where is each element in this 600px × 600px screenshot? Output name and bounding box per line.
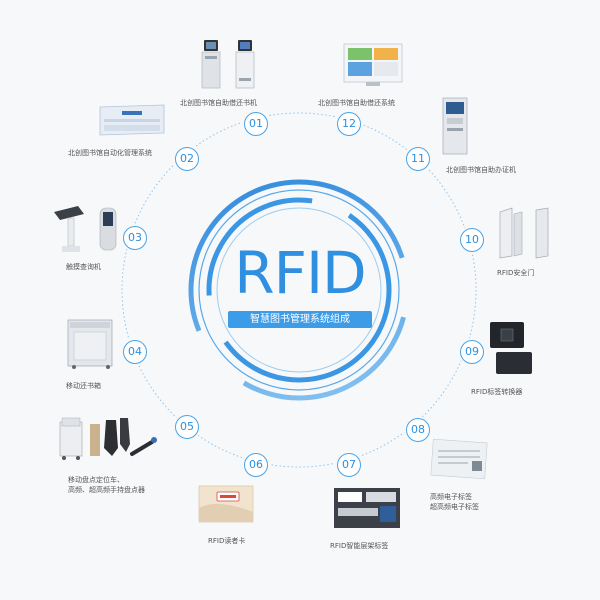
node-08-label: 高频电子标签 超高频电子标签 <box>430 493 479 511</box>
thin-ring <box>198 189 400 391</box>
shelf-label-icon[interactable] <box>332 486 402 530</box>
node-05-label: 移动盘点定位车、 高频、超高频手持盘点器 <box>68 476 145 494</box>
inventory-cart-handheld-icon[interactable] <box>56 414 168 466</box>
node-11-label: 北创图书馆自助办证机 <box>446 166 516 174</box>
node-10-badge: 10 <box>460 228 484 252</box>
node-05-badge: 05 <box>175 415 199 439</box>
node-01-label: 北创图书馆自助借还书机 <box>180 99 257 107</box>
node-02-badge: 02 <box>175 147 199 171</box>
rfid-title: RFID <box>234 239 366 307</box>
card-issuing-kiosk-icon[interactable] <box>440 96 470 156</box>
electronic-tag-icon[interactable] <box>428 437 490 483</box>
node-06-badge: 06 <box>244 453 268 477</box>
node-03-label: 触摸查询机 <box>66 263 101 271</box>
node-04-label: 移动还书箱 <box>66 382 101 390</box>
node-09-label: RFID标签转换器 <box>471 388 523 396</box>
self-service-system-screen-icon[interactable] <box>342 42 404 88</box>
node-04-badge: 04 <box>123 340 147 364</box>
reader-card-icon[interactable] <box>197 484 255 524</box>
node-08-badge: 08 <box>406 418 430 442</box>
book-return-box-icon[interactable] <box>66 318 116 370</box>
system-subtitle: 智慧图书管理系统组成 <box>228 311 372 328</box>
node-07-label: RFID智能层架标签 <box>330 542 389 550</box>
node-02-label: 北创图书馆自动化管理系统 <box>68 149 152 157</box>
node-12-label: 北创图书馆自助借还系统 <box>318 99 395 107</box>
node-11-badge: 11 <box>406 147 430 171</box>
node-03-badge: 03 <box>123 226 147 250</box>
thick-inner-arc <box>206 197 392 383</box>
self-service-kiosk-icon[interactable] <box>196 38 266 94</box>
security-gate-icon[interactable] <box>490 206 554 260</box>
touch-query-kiosk-icon[interactable] <box>52 202 124 258</box>
node-09-badge: 09 <box>460 340 484 364</box>
node-12-badge: 12 <box>337 112 361 136</box>
tag-converter-icon[interactable] <box>486 320 536 376</box>
node-01-badge: 01 <box>244 112 268 136</box>
outer-dotted-ring <box>121 112 477 468</box>
node-10-label: RFID安全门 <box>497 269 535 277</box>
node-06-label: RFID读者卡 <box>208 537 246 545</box>
management-software-icon[interactable] <box>96 103 168 139</box>
node-07-badge: 07 <box>337 453 361 477</box>
innermost-ring <box>216 207 382 373</box>
thick-outer-arc <box>188 179 410 401</box>
